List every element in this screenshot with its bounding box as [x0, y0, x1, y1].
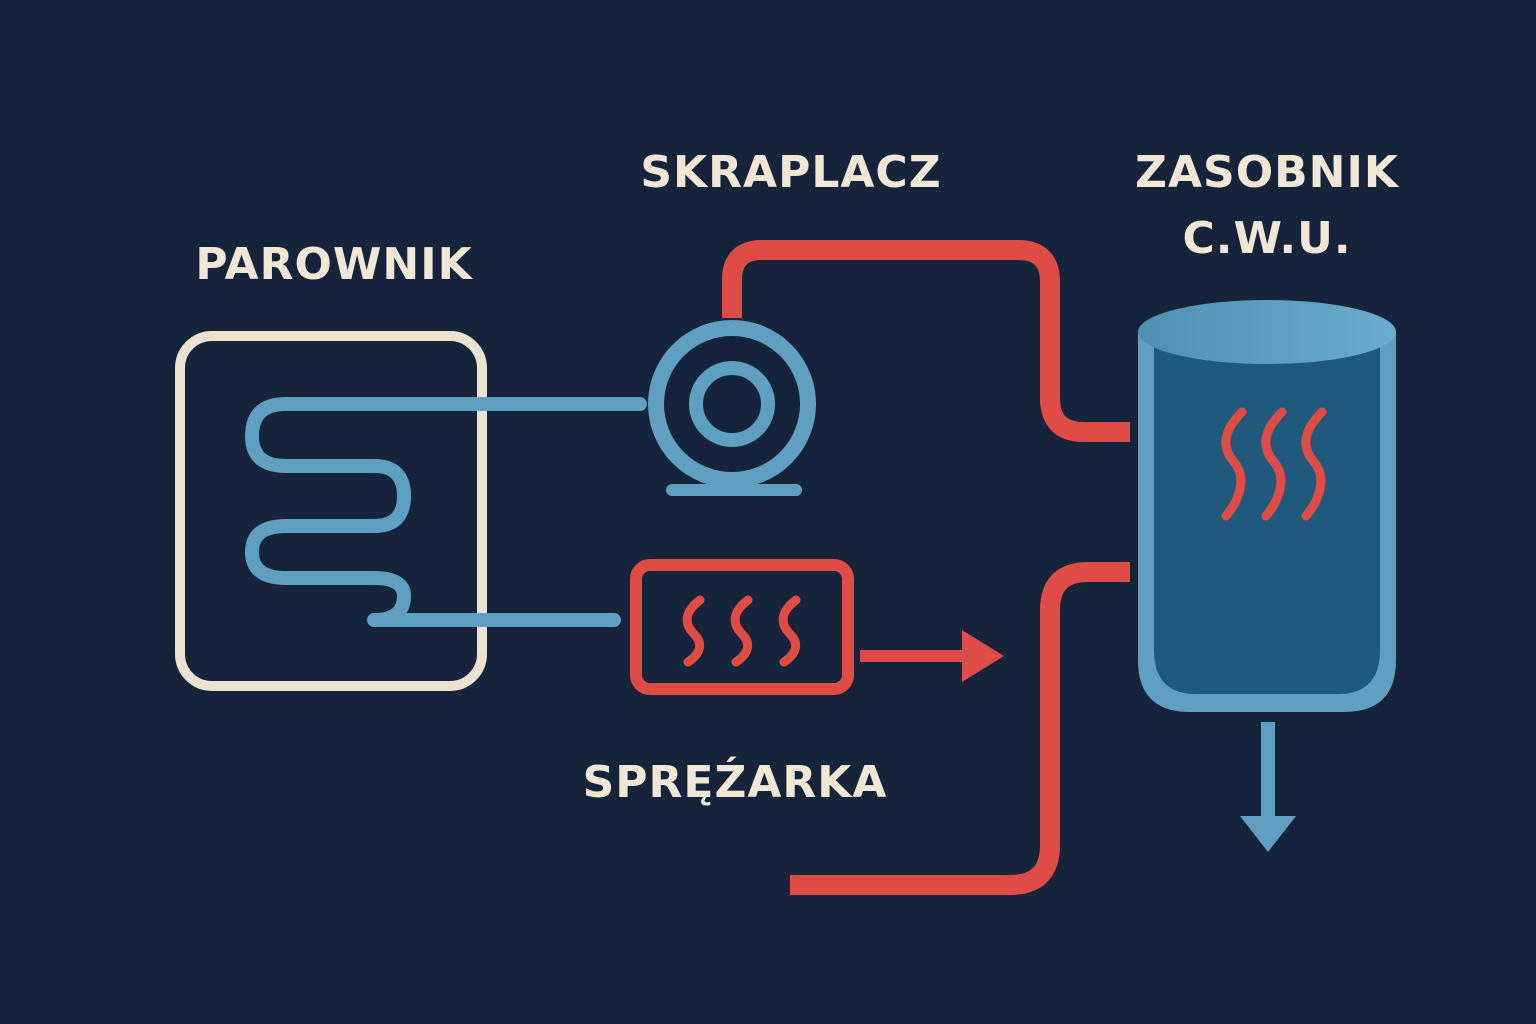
- compressor-label: SPRĘŹARKA: [583, 755, 888, 808]
- compressor-box: [630, 559, 854, 695]
- heat-waves-icon: [682, 595, 801, 667]
- evaporator-box: [175, 331, 487, 691]
- return-pipe: [785, 562, 1130, 895]
- serpentine-coil-icon: [245, 397, 647, 627]
- cylinder-tank-icon: [1138, 300, 1396, 712]
- condenser-label: SKRAPLACZ: [640, 147, 941, 198]
- arrow-right-icon: [860, 630, 1004, 682]
- arrow-down-icon: [1240, 722, 1296, 852]
- evaporator-label: PAROWNIK: [195, 239, 473, 290]
- tank-label-line1: ZASOBNIK: [1135, 147, 1400, 198]
- tank-label-line2: C.W.U.: [1182, 213, 1351, 264]
- circular-fan-icon: [648, 320, 816, 496]
- tank-heat-waves-icon: [1221, 407, 1327, 521]
- hot-supply-pipe: [722, 240, 1130, 442]
